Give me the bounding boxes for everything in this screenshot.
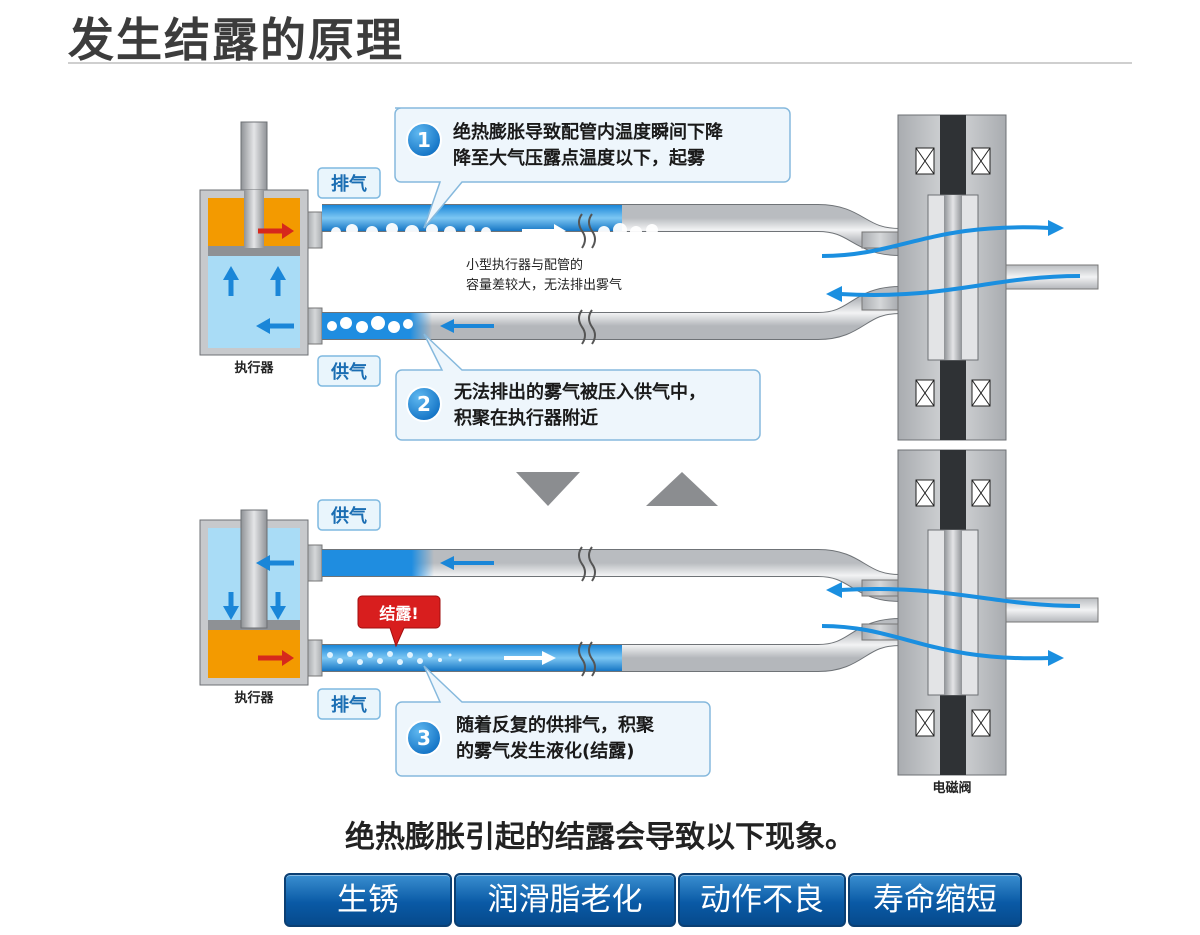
conclusion-text: 绝热膨胀引起的结露会导致以下现象。 <box>345 820 855 855</box>
supply-tag-top: 供气 <box>330 361 367 383</box>
title-divider <box>68 62 1132 64</box>
callout-1-number: 1 <box>417 128 431 152</box>
exhaust-tag-top: 排气 <box>331 173 367 195</box>
actuator-top-label: 执行器 <box>234 360 274 376</box>
bottom-panel: 执行器 供气 排气 结露! <box>199 449 1099 796</box>
top-panel: 执行器 小型执行器与配管的 容量差较大，无法排出雾气 <box>199 107 1099 441</box>
exhaust-tag-bottom: 排气 <box>331 694 367 716</box>
actuator-bottom <box>199 509 309 686</box>
callout-1: 1 绝热膨胀导致配管内温度瞬间下降 降至大气压露点温度以下，起雾 <box>394 107 791 229</box>
valve-label: 电磁阀 <box>932 780 971 796</box>
callout-3-number: 3 <box>417 726 431 750</box>
supply-tag-bottom: 供气 <box>330 505 367 527</box>
callout-3-line2: 的雾气发生液化(结露) <box>456 740 634 762</box>
effect-rust: 生锈 <box>284 873 452 927</box>
svg-text:结露!: 结露! <box>378 604 418 623</box>
callout-2: 2 无法排出的雾气被压入供气中， 积聚在执行器附近 <box>395 333 761 441</box>
actuator-bottom-label: 执行器 <box>234 690 274 706</box>
fog-particles-supply <box>327 316 413 333</box>
callout-3: 3 随着反复的供排气，积聚 的雾气发生液化(结露) <box>395 665 711 777</box>
condensation-diagram: 执行器 小型执行器与配管的 容量差较大，无法排出雾气 <box>199 107 1099 796</box>
up-triangle-icon <box>646 472 718 506</box>
fog-particles-top <box>331 223 658 239</box>
callout-2-line2: 积聚在执行器附近 <box>454 407 598 429</box>
capacity-note-line2: 容量差较大，无法排出雾气 <box>466 277 622 293</box>
condensation-droplets <box>327 651 462 665</box>
solenoid-valve-top <box>821 114 1099 441</box>
effect-grease-aging: 润滑脂老化 <box>454 873 676 927</box>
actuator-top <box>199 121 309 356</box>
callout-3-line1: 随着反复的供排气，积聚 <box>456 714 655 736</box>
callout-1-line1: 绝热膨胀导致配管内温度瞬间下降 <box>453 121 724 143</box>
callout-2-number: 2 <box>417 392 431 416</box>
page-title: 发生结露的原理 <box>68 13 404 67</box>
down-triangle-icon <box>516 472 580 506</box>
effect-shortened-life: 寿命缩短 <box>848 873 1022 927</box>
condensation-badge: 结露! <box>357 595 441 648</box>
solenoid-valve-bottom <box>821 449 1099 776</box>
callout-2-line1: 无法排出的雾气被压入供气中， <box>454 381 706 403</box>
capacity-note-line1: 小型执行器与配管的 <box>466 257 583 273</box>
callout-1-line2: 降至大气压露点温度以下，起雾 <box>453 147 706 169</box>
effect-malfunction: 动作不良 <box>678 873 846 927</box>
